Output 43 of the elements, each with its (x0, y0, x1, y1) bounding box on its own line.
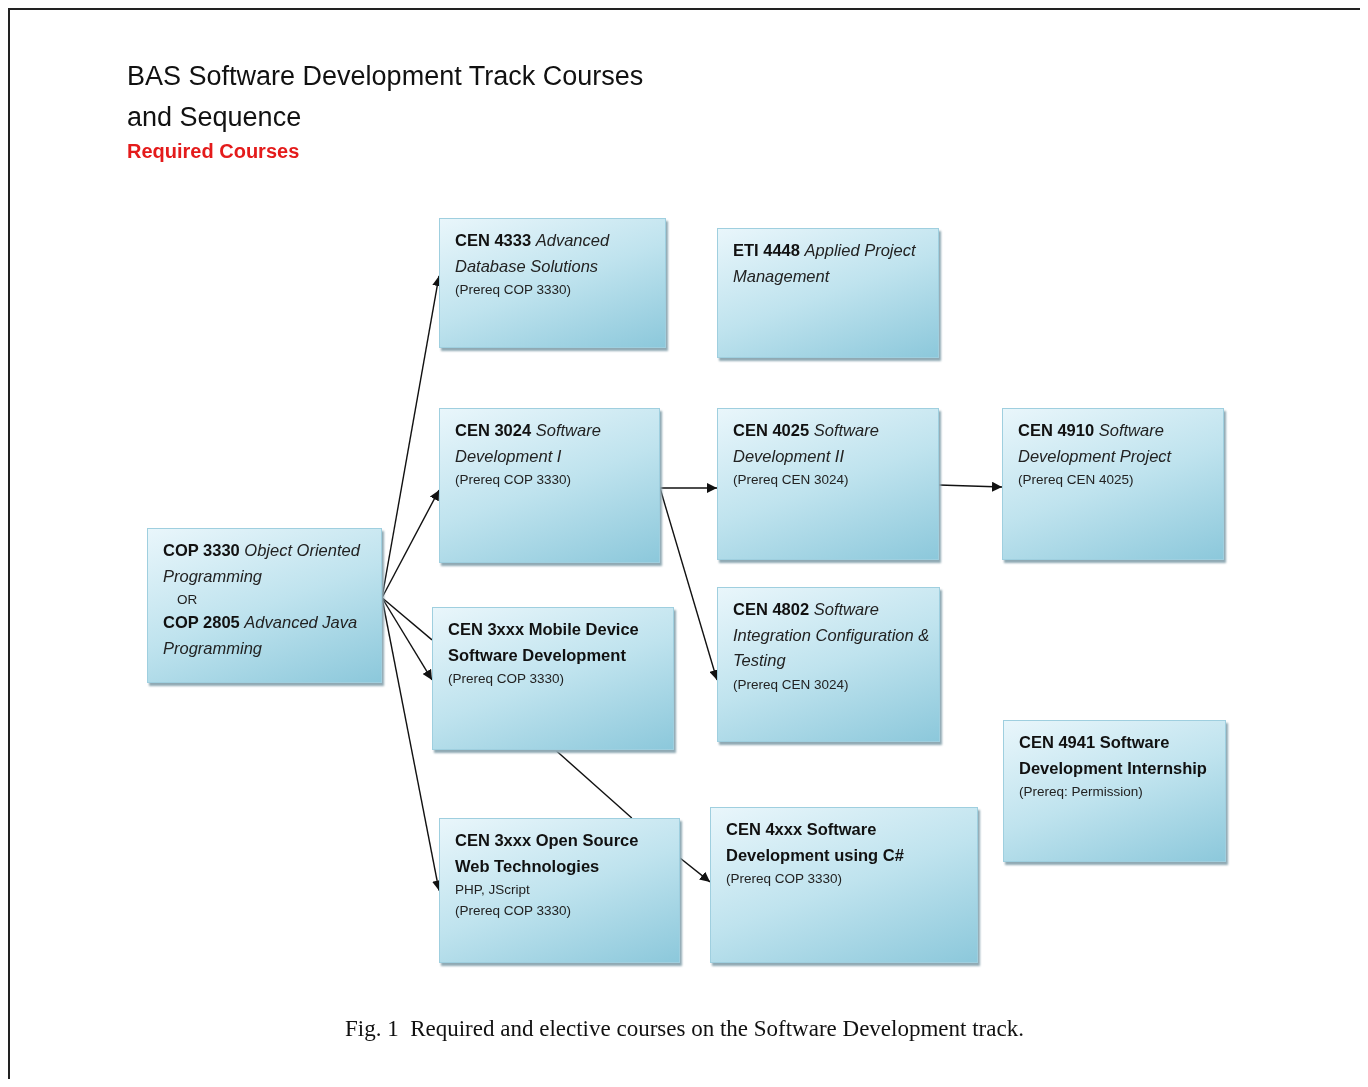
arrow (659, 482, 718, 493)
course-text: (Prereq COP 3330) (455, 471, 573, 489)
figure-caption: Fig. 1 Required and elective courses on the Software Development track. (345, 1016, 1024, 1042)
course-text: CEN 3xxx Mobile Device Software Development (448, 619, 640, 666)
course-box (439, 408, 660, 563)
course-text: CEN 4xxx Software Development using C# (726, 819, 905, 866)
course-text: CEN 4802 Software Integration Configuration & Testing (733, 599, 931, 671)
course-text: (Prereq COP 3330) (448, 670, 566, 688)
course-text: (Prereq CEN 3024) (733, 675, 850, 694)
arrow (381, 597, 433, 681)
course-box (432, 607, 674, 750)
course-text: PHP, JScript (455, 881, 531, 899)
course-text: COP 2805 Advanced Java Programming (163, 612, 359, 659)
course-text: (Prereq COP 3330) (455, 281, 573, 299)
arrow (938, 481, 1003, 492)
course-box (147, 528, 382, 683)
diagram-title: BAS Software Development Track Courses and Sequence (127, 60, 645, 134)
arrow (679, 857, 711, 883)
course-text: COP 3330 Object Oriented Programming (163, 540, 362, 587)
course-box (1003, 720, 1226, 862)
course-text: (Prereq COP 3330) (455, 902, 573, 920)
arrow (659, 487, 719, 681)
course-box (717, 228, 939, 358)
course-text: (Prereq COP 3330) (726, 870, 844, 888)
course-text: CEN 4910 Software Development Project (1018, 420, 1173, 467)
course-box (717, 408, 939, 560)
section-label: Required Courses (127, 140, 300, 163)
course-text: (Prereq: Permission) (1019, 783, 1144, 801)
course-text: CEN 4333 Advanced Database Solutions (455, 230, 611, 277)
course-box (439, 818, 680, 963)
course-text: (Prereq CEN 3024) (733, 471, 850, 489)
course-box (439, 218, 666, 348)
course-box (710, 807, 978, 963)
course-box (1002, 408, 1224, 560)
course-text: CEN 3024 Software Development I (455, 420, 602, 467)
course-text: CEN 4025 Software Development II (733, 420, 880, 467)
course-text: (Prereq CEN 4025) (1018, 471, 1135, 489)
course-text: ETI 4448 Applied Project Management (733, 240, 917, 287)
course-text: OR (176, 591, 199, 609)
course-text: CEN 4941 Software Development Internship (1019, 732, 1208, 779)
arrow (381, 489, 440, 599)
course-box (717, 587, 940, 742)
course-text: CEN 3xxx Open Source Web Technologies (455, 830, 640, 877)
